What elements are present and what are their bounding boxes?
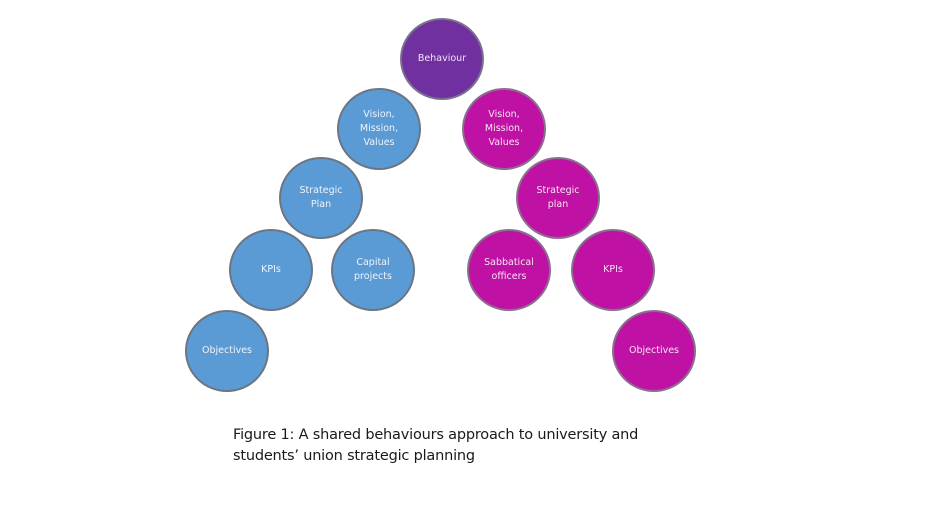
node-label: Vision, Mission, Values bbox=[359, 109, 399, 148]
node-capital-projects: Capital projects bbox=[331, 229, 415, 311]
node-label: Vision, Mission, Values bbox=[484, 109, 524, 148]
node-union-strategic-plan: Strategic plan bbox=[516, 157, 600, 239]
node-label: Capital projects bbox=[354, 257, 392, 282]
node-label: Strategic Plan bbox=[299, 185, 343, 210]
node-union-objectives: Objectives bbox=[612, 310, 696, 392]
node-union-kpis: KPIs bbox=[571, 229, 655, 311]
node-union-vision-mission-values: Vision, Mission, Values bbox=[462, 88, 546, 170]
caption-line-2: students’ union strategic planning bbox=[233, 448, 475, 464]
node-label: KPIs bbox=[603, 264, 623, 275]
node-university-objectives: Objectives bbox=[185, 310, 269, 392]
node-label: Behaviour bbox=[417, 53, 467, 64]
node-label: Objectives bbox=[202, 345, 252, 356]
node-university-kpis: KPIs bbox=[229, 229, 313, 311]
figure-caption: Figure 1: A shared behaviours approach t… bbox=[233, 425, 673, 467]
node-university-vision-mission-values: Vision, Mission, Values bbox=[337, 88, 421, 170]
node-label: KPIs bbox=[261, 264, 281, 275]
node-sabbatical-officers: Sabbatical officers bbox=[467, 229, 551, 311]
node-behaviour: Behaviour bbox=[400, 18, 484, 100]
node-label: Objectives bbox=[629, 345, 679, 356]
node-label: Strategic plan bbox=[536, 185, 580, 210]
node-university-strategic-plan: Strategic Plan bbox=[279, 157, 363, 239]
node-label: Sabbatical officers bbox=[484, 257, 534, 282]
caption-line-1: Figure 1: A shared behaviours approach t… bbox=[233, 427, 639, 443]
